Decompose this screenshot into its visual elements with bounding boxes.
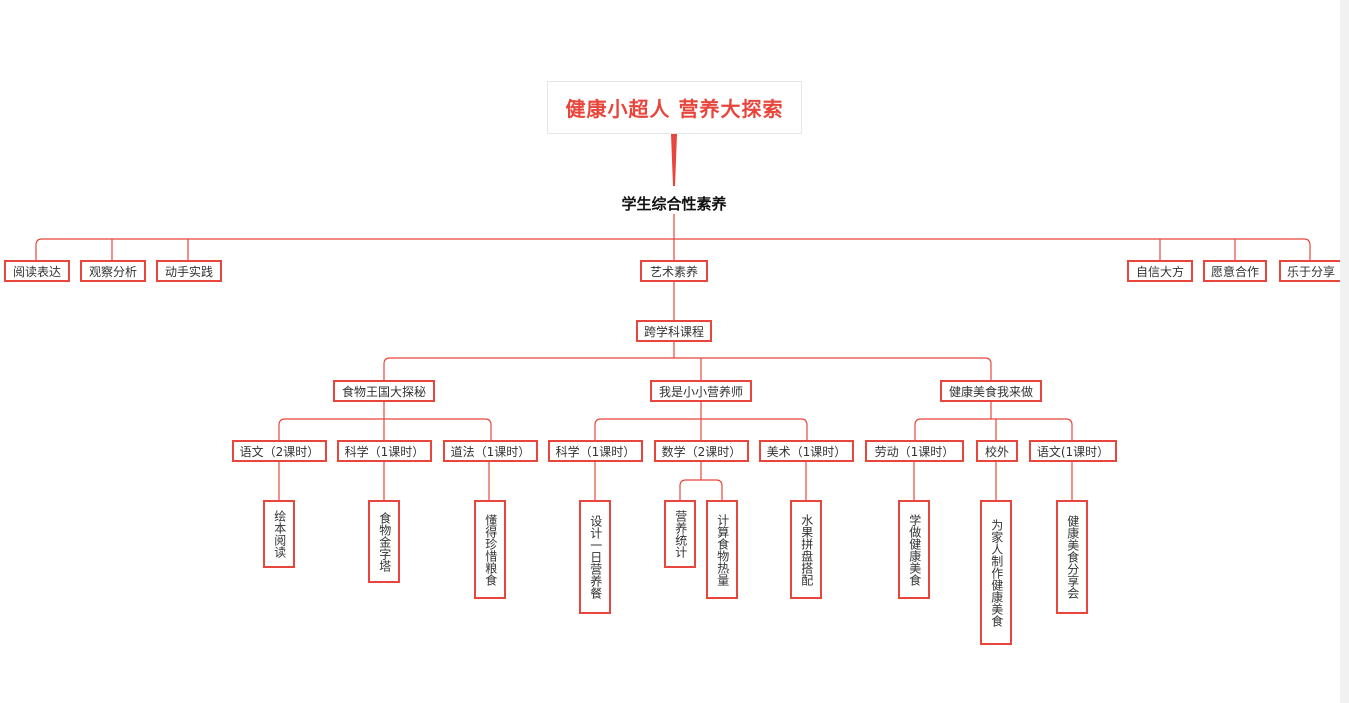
node-nutritionist[interactable]: 我是小小营养师 (650, 380, 752, 402)
node-healthy-food[interactable]: 健康美食我来做 (940, 380, 1042, 402)
node-picture-book[interactable]: 绘本阅读 (263, 500, 295, 568)
node-science-1b[interactable]: 科学（1课时） (548, 440, 643, 462)
node-learn-cook[interactable]: 学做健康美食 (898, 500, 930, 599)
node-cook-family[interactable]: 为家人制作健康美食 (980, 500, 1012, 645)
node-food-kingdom[interactable]: 食物王国大探秘 (333, 380, 435, 402)
node-observe[interactable]: 观察分析 (80, 260, 146, 282)
node-morality[interactable]: 道法（1课时） (443, 440, 538, 462)
node-design-meal[interactable]: 设计一日营养餐 (579, 500, 611, 614)
node-fruit-plate[interactable]: 水果拼盘搭配 (790, 500, 822, 599)
vertical-scrollbar[interactable] (1340, 0, 1349, 703)
node-art[interactable]: 艺术素养 (640, 260, 708, 282)
node-science-1a[interactable]: 科学（1课时） (337, 440, 432, 462)
central-topic[interactable]: 健康小超人 营养大探索 (547, 81, 802, 134)
node-hands-on[interactable]: 动手实践 (156, 260, 222, 282)
node-chinese-2[interactable]: 语文（2课时） (232, 440, 327, 462)
node-cherish-food[interactable]: 懂得珍惜粮食 (474, 500, 506, 599)
node-confidence[interactable]: 自信大方 (1127, 260, 1193, 282)
node-nutrition-stats[interactable]: 营养统计 (664, 500, 696, 568)
node-cooperate[interactable]: 愿意合作 (1203, 260, 1267, 282)
node-food-pyramid[interactable]: 食物金字塔 (368, 500, 400, 583)
node-math-2[interactable]: 数学（2课时） (654, 440, 749, 462)
node-calc-calories[interactable]: 计算食物热量 (706, 500, 738, 599)
node-reading[interactable]: 阅读表达 (4, 260, 70, 282)
node-outside[interactable]: 校外 (976, 440, 1018, 462)
root-topic[interactable]: 学生综合性素养 (621, 195, 727, 213)
node-food-share[interactable]: 健康美食分享会 (1056, 500, 1088, 614)
node-labor-1[interactable]: 劳动（1课时） (865, 440, 964, 462)
node-share[interactable]: 乐于分享 (1279, 260, 1343, 282)
node-chinese-1[interactable]: 语文(1课时） (1029, 440, 1117, 462)
node-cross-course[interactable]: 跨学科课程 (636, 320, 712, 342)
node-art-1[interactable]: 美术（1课时） (759, 440, 854, 462)
